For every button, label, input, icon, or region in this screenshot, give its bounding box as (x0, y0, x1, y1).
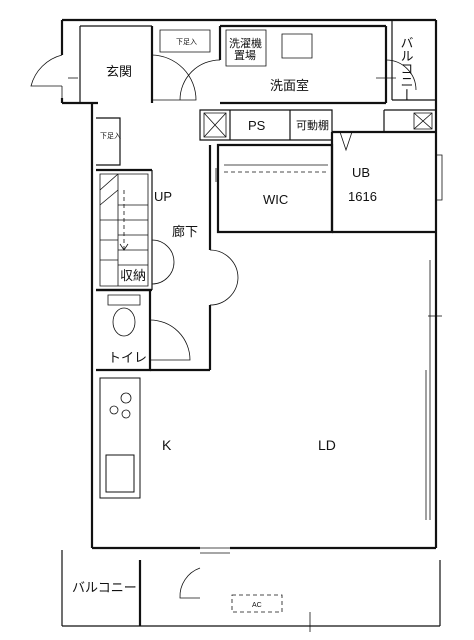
label-ps: PS (248, 118, 266, 133)
label-kitchen: K (162, 437, 172, 453)
tick-marks (68, 77, 442, 632)
staircase (99, 173, 149, 287)
label-corridor: 廊下 (172, 224, 198, 240)
kitchen-counter (99, 377, 141, 499)
toilet-fixture (107, 294, 141, 337)
label-balcony-bottom: バルコニー (72, 581, 137, 596)
label-entrance: 玄関 (106, 65, 132, 80)
washroom-fixtures (159, 29, 313, 67)
windows (200, 154, 443, 554)
label-wic: WIC (263, 192, 288, 207)
doors (30, 54, 417, 599)
ac-unit (231, 594, 283, 613)
label-washer-space-2: 置場 (234, 49, 256, 62)
label-ub-2: 1616 (348, 189, 377, 204)
label-balcony-top: バルコニー (398, 36, 414, 101)
label-toilet: トイレ (108, 351, 147, 366)
interior-walls (79, 24, 436, 372)
label-storage: 収納 (120, 269, 146, 284)
label-movable-shelf: 可動棚 (296, 118, 329, 132)
label-living-dining: LD (318, 437, 336, 453)
label-ac: AC (252, 602, 262, 609)
label-ub-1: UB (352, 165, 370, 180)
label-washer-space-1: 洗濯機 (229, 36, 262, 50)
label-shoe-box-1: 下足入 (176, 38, 197, 46)
label-shoe-box-2: 下足入 (100, 132, 121, 140)
label-up: UP (154, 189, 172, 204)
label-washroom: 洗面室 (270, 78, 309, 94)
wic-shelves (224, 164, 328, 173)
outer-walls (60, 18, 441, 627)
